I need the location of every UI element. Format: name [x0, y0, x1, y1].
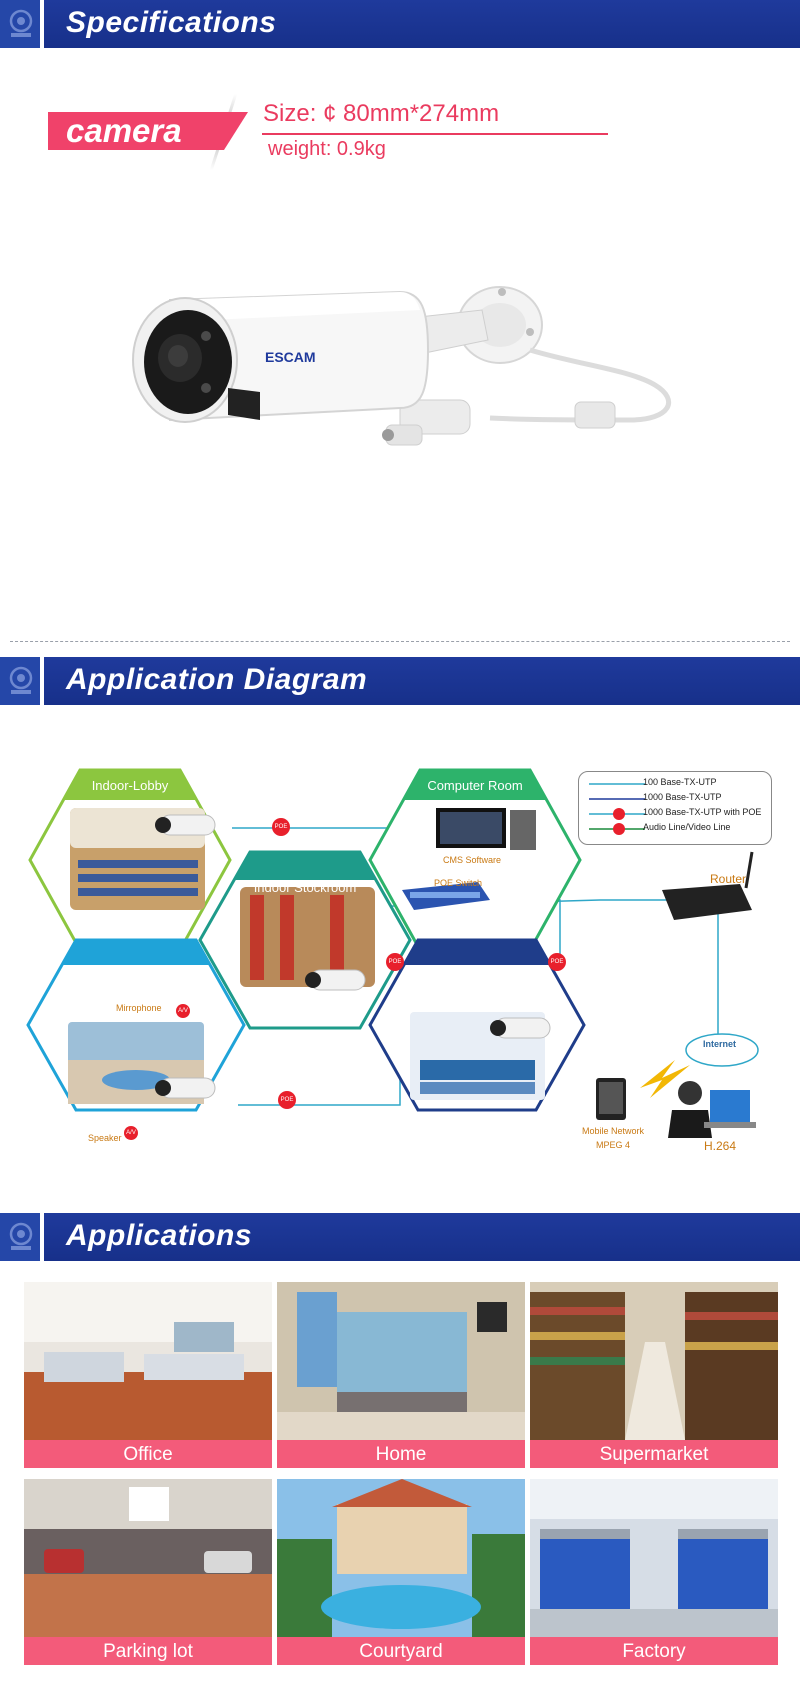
camera-tag: camera [48, 112, 248, 150]
applications-header: Applications [0, 1213, 800, 1261]
legend-item: Audio Line/Video Line [643, 822, 731, 832]
office-scene-image [24, 1282, 272, 1440]
spec-weight: weight: 0.9kg [268, 138, 386, 160]
legend-item: 1000 Base-TX-UTP [643, 792, 722, 802]
legend-item: 1000 Base-TX-UTP with POE [643, 807, 762, 817]
zone-label-indoor-lobby: Indoor-Lobby [91, 778, 169, 793]
poe-badge: POE [548, 953, 566, 971]
application-label: Office [24, 1440, 272, 1468]
av-badge: A/V [124, 1126, 138, 1140]
section-title: Application Diagram [66, 663, 368, 696]
poe-badge: POE [386, 953, 404, 971]
home-scene-image [277, 1282, 525, 1440]
application-label: Courtyard [277, 1637, 525, 1665]
zone-label-outdoor-intersection: Outdoor-Intersection [76, 975, 196, 990]
supermarket-scene-image [530, 1282, 778, 1440]
network-diagram [26, 768, 759, 1138]
application-tile-supermarket: Supermarket [530, 1282, 778, 1468]
camera-tag-label: camera [66, 112, 182, 149]
factory-scene-image [530, 1479, 778, 1637]
mobile-network-label: Mobile Network [582, 1126, 645, 1136]
router-label: Router [710, 872, 747, 886]
section-title: Applications [66, 1219, 253, 1252]
badge-camera-icon [0, 657, 44, 705]
legend-item: 100 Base-TX-UTP [643, 777, 717, 787]
zone-label-computer-room: Computer Room [427, 778, 523, 793]
section-title: Specifications [66, 6, 277, 39]
poe-badge: POE [272, 818, 290, 836]
zone-label-indoor-office: Indoor-Office [439, 975, 515, 990]
badge-camera-icon [0, 1213, 44, 1261]
spec-size: Size: ¢ 80mm*274mm [263, 100, 500, 127]
application-tile-home: Home [277, 1282, 525, 1468]
zone-label-indoor-stockroom: Indoor Stockroom [253, 880, 357, 895]
section-divider [10, 641, 790, 642]
camera-brand-label: ESCAM [265, 349, 316, 365]
diagram-header: Application Diagram [0, 657, 800, 705]
courtyard-scene-image [277, 1479, 525, 1637]
application-label: Parking lot [24, 1637, 272, 1665]
diagram-legend: 100 Base-TX-UTP 1000 Base-TX-UTP 1000 Ba… [578, 771, 772, 845]
microphone-label: Mirrophone [116, 1003, 162, 1013]
badge-camera-icon [0, 0, 44, 48]
spec-underline [262, 133, 608, 135]
application-tile-courtyard: Courtyard [277, 1479, 525, 1665]
application-label: Home [277, 1440, 525, 1468]
h264-label: H.264 [704, 1139, 737, 1153]
internet-label: Internet [703, 1039, 737, 1049]
application-tile-office: Office [24, 1282, 272, 1468]
mpeg4-label: MPEG 4 [596, 1140, 631, 1150]
parking-lot-scene-image [24, 1479, 272, 1637]
av-badge: A/V [176, 1004, 190, 1018]
application-tile-parking-lot: Parking lot [24, 1479, 272, 1665]
camera-product-image: ESCAM [132, 286, 672, 446]
poe-switch-label: POE Switch [434, 878, 483, 888]
application-label: Factory [530, 1637, 778, 1665]
poe-badge: POE [278, 1091, 296, 1109]
cms-software-label: CMS Software [443, 855, 502, 865]
application-tile-factory: Factory [530, 1479, 778, 1665]
speaker-label: Speaker [88, 1133, 122, 1143]
specifications-header: Specifications [0, 0, 800, 48]
application-label: Supermarket [530, 1440, 778, 1468]
